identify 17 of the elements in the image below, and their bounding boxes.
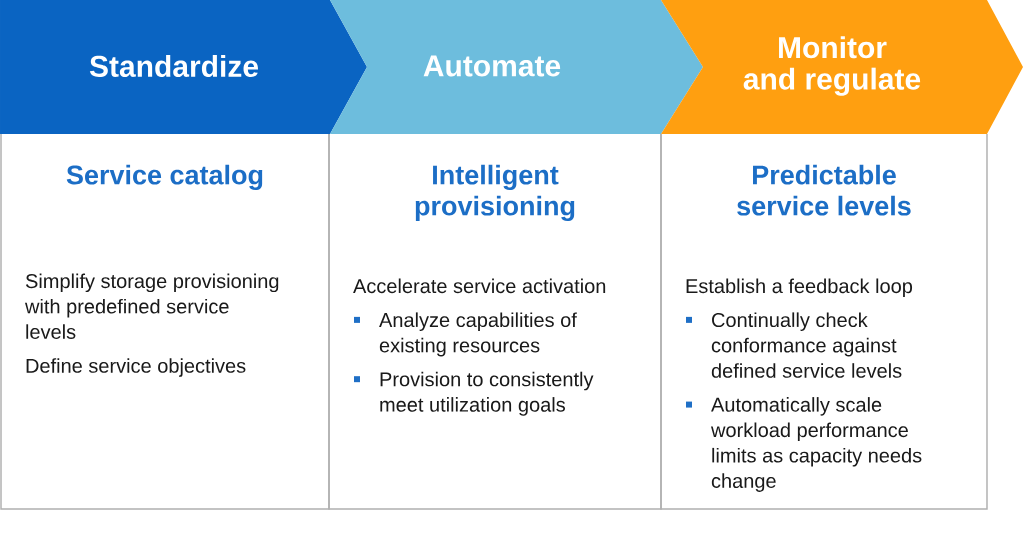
bullet-text: Provision to consistently meet utilization goals	[380, 371, 594, 416]
column-panel	[660, 133, 988, 510]
column-panel	[328, 133, 662, 510]
bullet-text: Analyze capabilities of existing resources	[379, 312, 577, 357]
body-text: Establish a feedback loop	[686, 278, 913, 298]
body-text: Simplify storage provisioning with predefined service levels	[25, 273, 279, 339]
column-heading: Intelligent provisioning	[415, 164, 575, 221]
column-heading: Service catalog	[66, 164, 263, 191]
body-text: Accelerate service activation	[353, 278, 606, 294]
bullet-text: Continually check conformance against defined service levels	[711, 312, 902, 378]
column-panel	[0, 133, 330, 510]
column-heading: Predictable service levels	[737, 164, 911, 216]
chevron-banner: Monitor and regulate	[661, 0, 1023, 134]
bullet-text: Automatically scale workload performance limits as capacity needs change	[711, 397, 922, 492]
body-text: Define service objectives	[26, 358, 246, 377]
chevron-banner: Standardize	[0, 0, 367, 134]
chevron-banner: Automate	[330, 0, 703, 134]
